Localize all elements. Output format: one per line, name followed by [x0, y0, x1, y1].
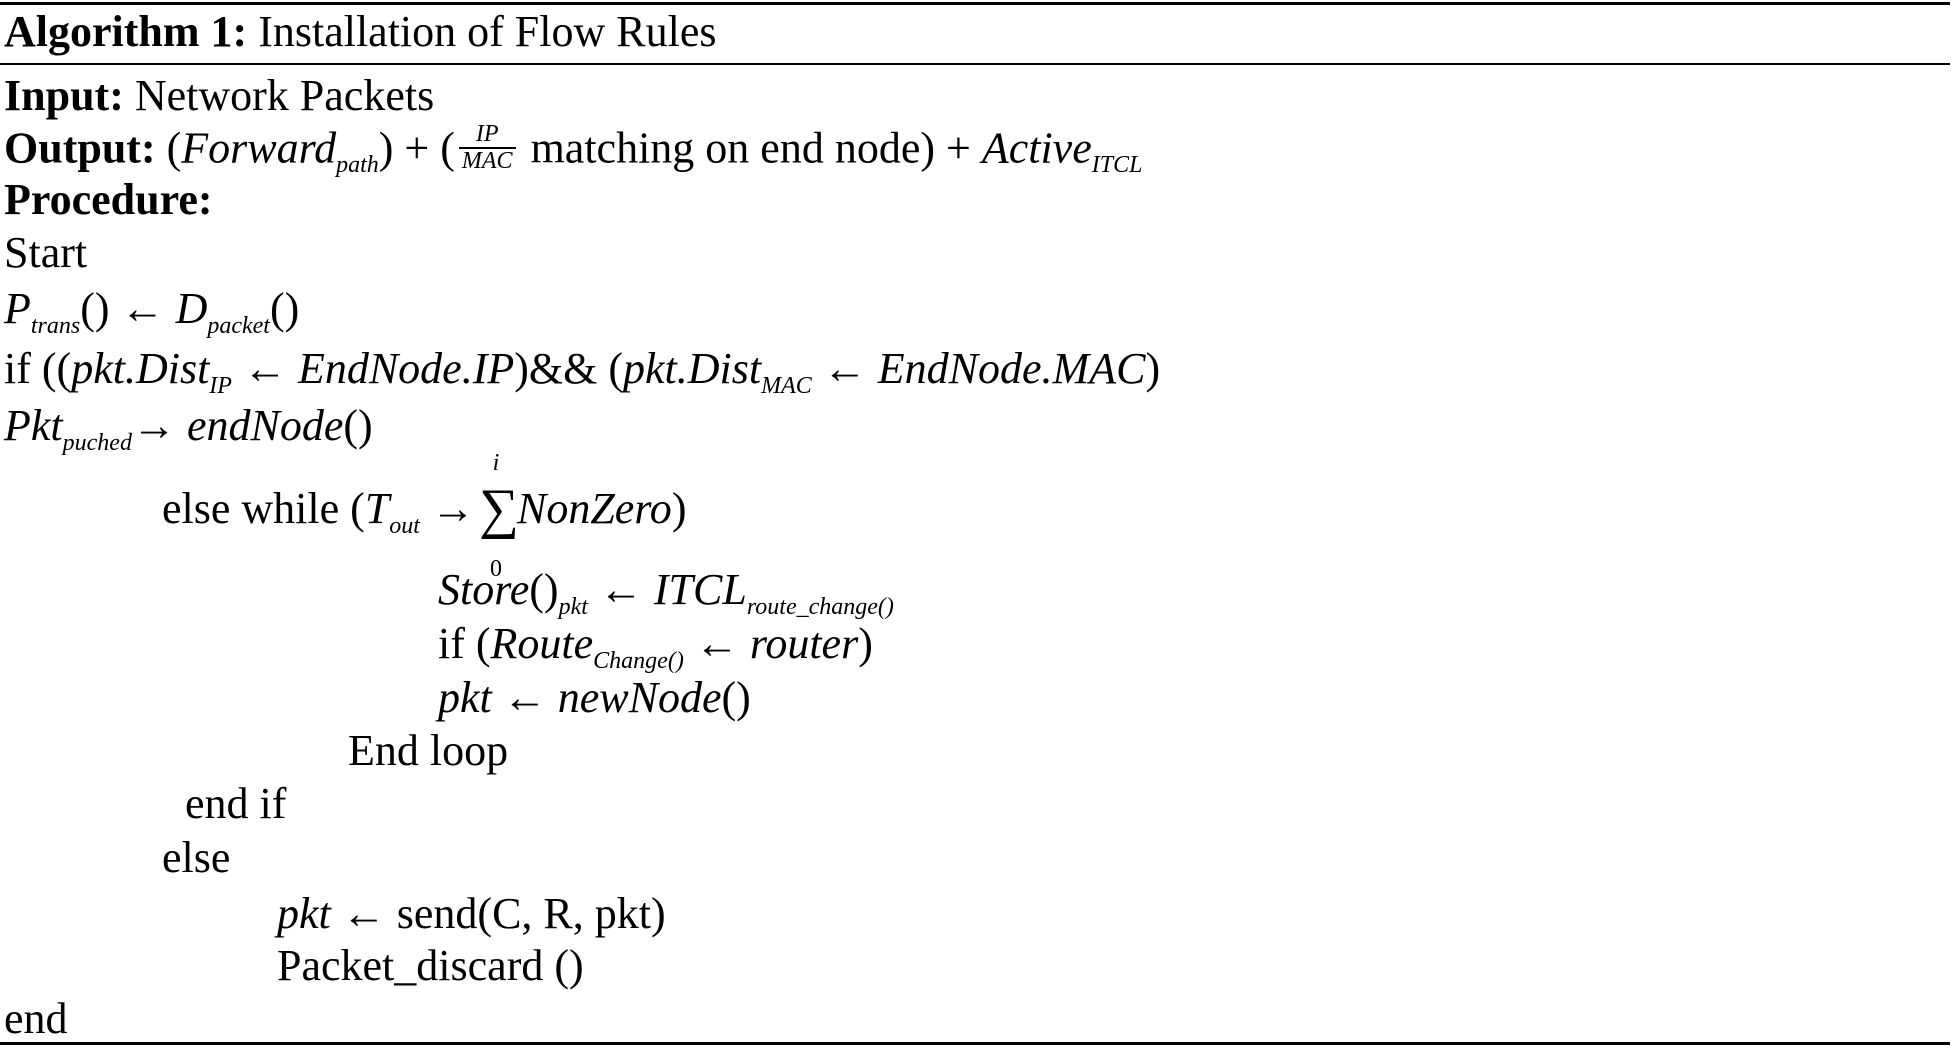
input-line: Input: Network Packets: [4, 74, 434, 118]
input-value: Network Packets: [134, 71, 435, 120]
end-if-line: end if: [185, 779, 287, 828]
end-node-fn: endNode: [186, 401, 344, 450]
bottom-rule: [0, 1042, 1950, 1045]
p-trans-sub: trans: [30, 313, 81, 339]
d-packet-sub: packet: [207, 313, 270, 339]
non-zero: NonZero: [516, 484, 672, 534]
pkt-dist-mac-sub: MAC: [761, 373, 812, 399]
arrow-4: ←: [683, 619, 750, 668]
endnode-ip: EndNode.IP: [297, 344, 515, 393]
forward-path: Forward: [181, 123, 337, 173]
output-open: (: [166, 123, 182, 173]
transfer-line: Ptrans() ← Dpacket(): [4, 284, 300, 339]
pkt-pushed-sub: puched: [62, 430, 132, 456]
new-node-parens: (): [721, 673, 751, 722]
pkt-dist-ip: pkt.Dist: [71, 344, 210, 393]
pkt: pkt: [438, 673, 492, 722]
route-change-line: if (RouteChange() ← router): [438, 619, 873, 674]
arrow-2: ←: [811, 344, 878, 393]
send-pkt: pkt: [277, 889, 331, 938]
route-sub: Change(): [593, 648, 684, 674]
sum-upper: i: [492, 450, 500, 476]
caption-rule: [0, 63, 1950, 65]
else-line: else: [162, 833, 231, 882]
active-itcl: Active: [981, 123, 1092, 173]
summation: i∑ 0: [479, 451, 519, 581]
d-packet: D: [175, 284, 208, 333]
input-label: Input:: [4, 71, 124, 120]
if-close: ): [1145, 344, 1161, 393]
store-fn: Store: [438, 565, 530, 614]
p-trans: P: [4, 284, 31, 333]
end-node-parens: (): [343, 401, 373, 450]
store-parens: (): [529, 565, 559, 614]
new-node-fn: newNode: [557, 673, 722, 722]
send-line: pkt ← send(C, R, pkt): [277, 892, 666, 936]
new-node-line: pkt ← newNode(): [438, 676, 751, 720]
transfer-mid: () ←: [80, 284, 176, 333]
transfer-end: (): [269, 284, 300, 333]
itcl: ITCL: [653, 565, 747, 614]
fraction-denominator: MAC: [461, 148, 513, 175]
route: Route: [490, 619, 594, 668]
algorithm-label: Algorithm 1:: [4, 7, 248, 56]
t-out: T: [364, 484, 390, 534]
arrow-right: →: [131, 401, 187, 450]
if-route-open: if (: [438, 619, 491, 668]
t-out-sub: out: [389, 513, 420, 540]
pkt-pushed-line: Pktpuched→ endNode(): [4, 401, 373, 456]
endnode-mac: EndNode.MAC: [877, 344, 1146, 393]
start-line: Start: [4, 228, 88, 277]
fraction-numerator: IP: [458, 121, 516, 150]
arrow-3: ←: [587, 565, 654, 614]
arrow-right-2: →: [419, 484, 475, 534]
router: router: [749, 619, 859, 668]
while-close: ): [671, 484, 687, 534]
pkt-dist-mac: pkt.Dist: [623, 344, 762, 393]
active-itcl-sub: ITCL: [1091, 152, 1143, 179]
if-open: if ((: [4, 344, 72, 393]
sum-lower: 0: [489, 556, 502, 582]
else-while-line: else while (Tout → i∑ 0 NonZero): [162, 451, 687, 581]
output-close-plus: ) + (: [378, 123, 455, 173]
end-line: end: [4, 994, 68, 1043]
arrow-1: ←: [231, 344, 298, 393]
algorithm-caption: Algorithm 1: Installation of Flow Rules: [4, 10, 717, 54]
pkt-dist-ip-sub: IP: [209, 373, 232, 399]
pkt-pushed: Pkt: [4, 401, 63, 450]
if-condition-line: if ((pkt.DistIP ← EndNode.IP)&& (pkt.Dis…: [4, 344, 1161, 399]
algorithm-title: Installation of Flow Rules: [258, 7, 717, 56]
output-matching: matching on end node) +: [530, 123, 971, 173]
itcl-sub: route_change(): [746, 594, 894, 620]
store-line: Store()pkt ← ITCLroute_change(): [438, 565, 894, 620]
if-route-close: ): [858, 619, 873, 668]
output-label: Output:: [4, 123, 156, 173]
packet-discard-line: Packet_discard (): [277, 941, 584, 990]
else-while: else while (: [162, 484, 365, 534]
arrow-5: ←: [491, 673, 558, 722]
top-rule: [0, 2, 1950, 5]
end-loop-line: End loop: [348, 726, 509, 775]
and-operator: )&& (: [514, 344, 624, 393]
procedure-label: Procedure:: [4, 175, 213, 224]
store-pkt-sub: pkt: [558, 594, 588, 620]
send-call: ← send(C, R, pkt): [330, 889, 666, 938]
forward-path-sub: path: [336, 152, 379, 179]
sigma-icon: ∑: [478, 478, 519, 540]
